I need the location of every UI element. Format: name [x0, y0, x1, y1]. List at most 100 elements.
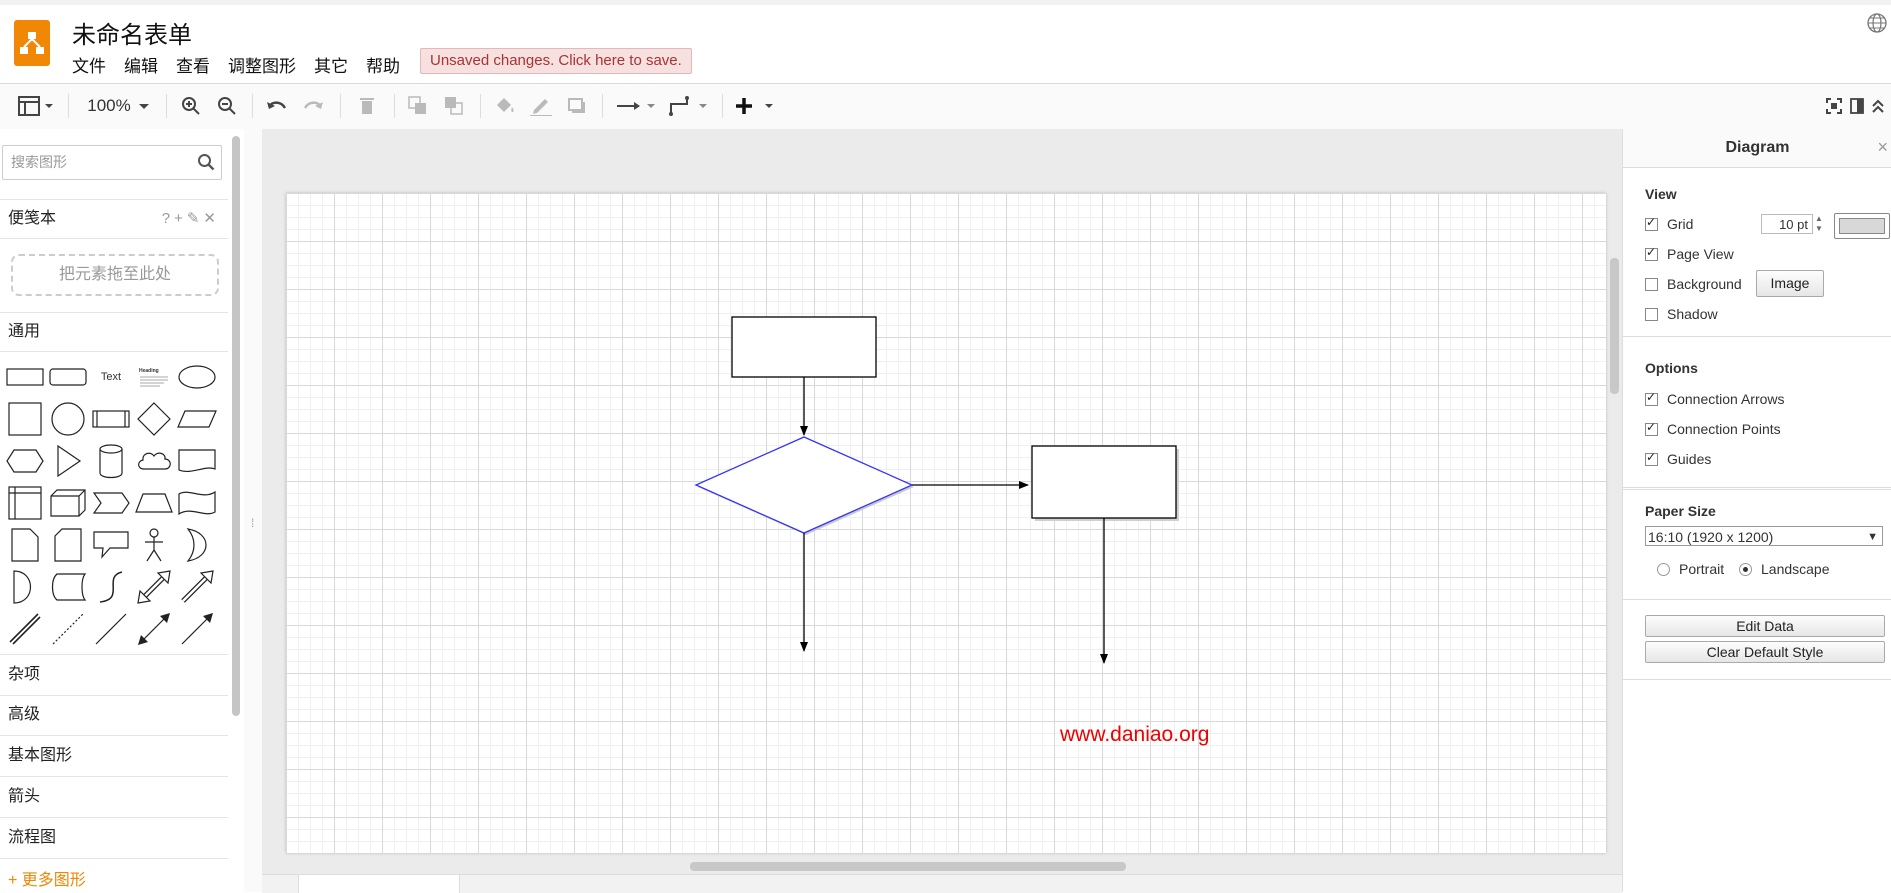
scratchpad-header[interactable]: 便笺本 ?+✎✕ — [0, 199, 228, 239]
shape-trapezoid[interactable] — [133, 484, 175, 522]
toggle-format-panel-button[interactable] — [1846, 92, 1868, 120]
shadow-checkbox[interactable] — [1645, 307, 1658, 321]
shape-cylinder[interactable] — [90, 442, 132, 480]
background-checkbox[interactable] — [1645, 277, 1658, 291]
sidebar-splitter[interactable] — [244, 129, 263, 892]
undo-button[interactable] — [264, 92, 290, 120]
shape-dashed-line[interactable] — [47, 610, 89, 648]
shape-diamond[interactable] — [133, 400, 175, 438]
shape-arrow[interactable] — [176, 568, 218, 606]
line-color-button[interactable] — [528, 92, 554, 120]
landscape-option[interactable]: Landscape — [1739, 561, 1830, 577]
shape-callout[interactable] — [90, 526, 132, 564]
shadow-option[interactable]: Shadow — [1645, 306, 1718, 322]
shape-bidirectional-arrow[interactable] — [133, 568, 175, 606]
diagram-page[interactable] — [286, 193, 1606, 853]
shape-cloud[interactable] — [133, 442, 175, 480]
guides-option[interactable]: Guides — [1645, 450, 1711, 467]
connection-points-checkbox[interactable] — [1645, 420, 1658, 436]
portrait-option[interactable]: Portrait — [1657, 561, 1724, 577]
collapse-toolbar-button[interactable] — [1867, 92, 1889, 120]
shape-note[interactable] — [4, 526, 46, 564]
shape-circle[interactable] — [47, 400, 89, 438]
scratchpad-dropzone[interactable]: 把元素拖至此处 — [11, 254, 219, 296]
shape-curve[interactable] — [90, 568, 132, 606]
language-globe-icon[interactable] — [1866, 12, 1888, 34]
connection-style-button[interactable] — [614, 92, 658, 120]
to-back-button[interactable] — [440, 92, 468, 120]
paper-size-select[interactable]: 16:10 (1920 x 1200) ▼ — [1645, 526, 1883, 546]
process-shape-right[interactable] — [1031, 445, 1177, 519]
background-image-button[interactable]: Image — [1756, 270, 1824, 297]
insert-button[interactable] — [734, 92, 778, 120]
unsaved-changes-notice[interactable]: Unsaved changes. Click here to save. — [420, 48, 692, 74]
category-flowchart[interactable]: 流程图 — [0, 818, 228, 859]
page-view-option[interactable]: Page View — [1645, 245, 1734, 262]
shape-link[interactable] — [4, 610, 46, 648]
grid-color-button[interactable] — [1834, 213, 1890, 239]
grid-size-input[interactable]: 10 pt — [1761, 214, 1813, 234]
sidebar-scrollbar[interactable] — [232, 136, 240, 716]
canvas-vertical-scrollbar[interactable] — [1610, 258, 1619, 394]
edit-data-button[interactable]: Edit Data — [1645, 615, 1885, 637]
menu-view[interactable]: 查看 — [176, 57, 210, 76]
scratchpad-actions[interactable]: ?+✎✕ — [161, 210, 220, 227]
landscape-radio[interactable] — [1739, 562, 1752, 576]
guides-checkbox[interactable] — [1645, 450, 1658, 466]
shape-stored-data[interactable] — [47, 568, 89, 606]
grid-size-spinner[interactable]: ▲▼ — [1815, 214, 1823, 233]
shape-rounded-rectangle[interactable] — [47, 358, 89, 396]
menu-arrange[interactable]: 调整图形 — [228, 57, 296, 76]
search-icon[interactable] — [197, 153, 215, 171]
shape-process[interactable] — [90, 400, 132, 438]
shape-ellipse[interactable] — [176, 358, 218, 396]
category-basic[interactable]: 基本图形 — [0, 736, 228, 777]
menu-help[interactable]: 帮助 — [366, 57, 400, 76]
decision-shape[interactable] — [694, 436, 914, 534]
shape-internal-storage[interactable] — [4, 484, 46, 522]
fill-color-button[interactable] — [492, 92, 518, 120]
shape-triangle[interactable] — [47, 442, 89, 480]
shape-bidirectional-connector[interactable] — [133, 610, 175, 648]
general-shapes-header[interactable]: 通用 — [0, 312, 228, 352]
shape-hexagon[interactable] — [4, 442, 46, 480]
grid-checkbox[interactable] — [1645, 215, 1658, 231]
clear-default-style-button[interactable]: Clear Default Style — [1645, 641, 1885, 663]
menu-edit[interactable]: 编辑 — [124, 57, 158, 76]
menu-extras[interactable]: 其它 — [314, 57, 348, 76]
shape-tape[interactable] — [176, 484, 218, 522]
shape-directional-connector[interactable] — [176, 610, 218, 648]
shadow-button[interactable] — [564, 92, 590, 120]
shape-square[interactable] — [4, 400, 46, 438]
diagram-canvas[interactable] — [262, 129, 1622, 874]
connection-points-option[interactable]: Connection Points — [1645, 420, 1781, 437]
portrait-radio[interactable] — [1657, 562, 1670, 576]
more-shapes-link[interactable]: + 更多图形 — [0, 870, 228, 892]
category-advanced[interactable]: 高级 — [0, 695, 228, 736]
menu-file[interactable]: 文件 — [72, 57, 106, 76]
shape-or[interactable] — [176, 526, 218, 564]
shape-actor[interactable] — [133, 526, 175, 564]
shape-cube[interactable] — [47, 484, 89, 522]
shape-document[interactable] — [176, 442, 218, 480]
background-option[interactable]: Background — [1645, 276, 1742, 292]
shape-step[interactable] — [90, 484, 132, 522]
shape-line[interactable] — [90, 610, 132, 648]
shape-rectangle[interactable] — [4, 358, 46, 396]
category-arrows[interactable]: 箭头 — [0, 777, 228, 818]
close-icon[interactable]: × — [1877, 137, 1888, 157]
shape-card[interactable] — [47, 526, 89, 564]
search-input[interactable] — [9, 153, 193, 171]
connection-arrows-option[interactable]: Connection Arrows — [1645, 390, 1785, 407]
redo-button[interactable] — [300, 92, 326, 120]
zoom-in-button[interactable] — [178, 92, 204, 120]
connection-arrows-checkbox[interactable] — [1645, 390, 1658, 406]
waypoints-button[interactable] — [666, 92, 710, 120]
fullscreen-button[interactable] — [1822, 92, 1846, 120]
format-panel-toggle-button[interactable] — [14, 92, 58, 120]
page-tab[interactable] — [298, 875, 460, 893]
zoom-out-button[interactable] — [214, 92, 240, 120]
shape-parallelogram[interactable] — [176, 400, 218, 438]
process-shape-top[interactable] — [731, 316, 877, 378]
delete-button[interactable] — [354, 92, 380, 120]
